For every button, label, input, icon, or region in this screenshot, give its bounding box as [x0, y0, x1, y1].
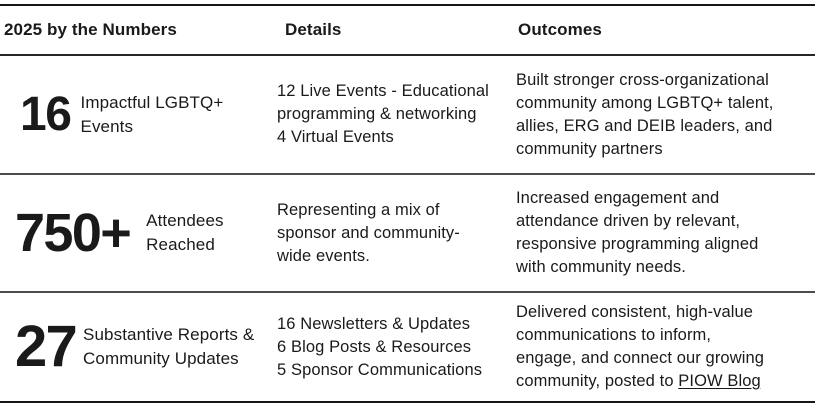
- column-header-outcomes: Outcomes: [518, 20, 602, 39]
- table-row-reports: 27 Substantive Reports & Community Updat…: [0, 293, 815, 401]
- column-header-numbers: 2025 by the Numbers: [4, 20, 177, 39]
- stat-cell: 27 Substantive Reports & Community Updat…: [0, 318, 270, 376]
- stat-number: 750+: [15, 203, 132, 263]
- outcome-text: Delivered consistent, high-value communi…: [510, 301, 815, 393]
- stat-cell: 750+ Attendees Reached: [0, 206, 270, 260]
- details-text: 16 Newsletters & Updates 6 Blog Posts & …: [277, 314, 483, 379]
- outcome-text: Increased engagement and attendance driv…: [516, 189, 759, 276]
- outcome-text-prefix: Delivered consistent, high-value communi…: [516, 303, 765, 390]
- details-text: Representing a mix of sponsor and commun…: [277, 200, 460, 265]
- stat-label: Substantive Reports & Community Updates: [83, 325, 255, 368]
- stat-label: Attendees Reached: [146, 211, 224, 254]
- table-header-row: 2025 by the Numbers Details Outcomes: [0, 6, 815, 56]
- stats-summary-table: 2025 by the Numbers Details Outcomes 16 …: [0, 4, 815, 403]
- stat-number: 16: [20, 87, 72, 141]
- outcome-text: Built stronger cross-organizational comm…: [516, 70, 774, 158]
- stat-cell: 16 Impactful LGBTQ+ Events: [0, 87, 270, 141]
- table-row-events: 16 Impactful LGBTQ+ Events 12 Live Event…: [0, 56, 815, 175]
- column-header-details: Details: [285, 20, 342, 39]
- stat-label: Impactful LGBTQ+ Events: [80, 92, 224, 136]
- piow-blog-link[interactable]: PIOW Blog: [678, 372, 761, 390]
- stat-number: 27: [15, 314, 78, 379]
- table-row-attendees: 750+ Attendees Reached Representing a mi…: [0, 175, 815, 293]
- details-text: 12 Live Events - Educational programming…: [277, 82, 489, 146]
